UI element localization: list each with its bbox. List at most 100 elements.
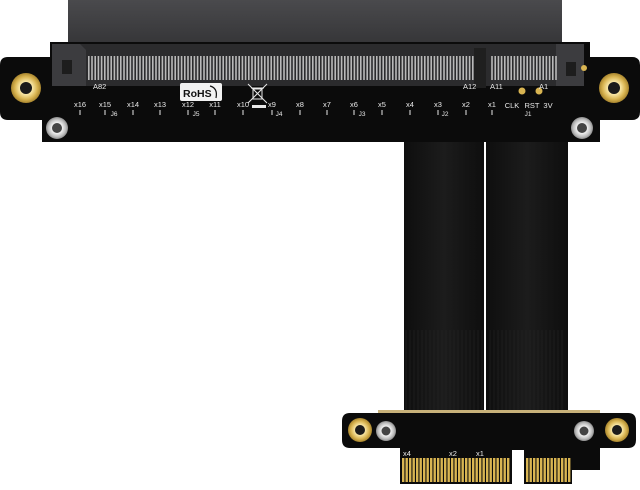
gold-finger [402, 458, 405, 482]
jumper-label: J1 [525, 111, 532, 118]
slot-pin [177, 56, 180, 80]
lane-label: x13 [154, 100, 166, 109]
jumper-label: J6 [111, 111, 118, 118]
slot-pin [148, 56, 151, 80]
slot-pin [350, 56, 352, 80]
slot-pin [510, 56, 512, 80]
slot-pin [392, 56, 394, 80]
slot-pin [491, 56, 493, 80]
gold-finger [550, 458, 553, 482]
slot-pin [414, 56, 416, 80]
gold-finger [557, 458, 560, 482]
slot-pin [379, 56, 381, 80]
gold-finger [479, 458, 482, 482]
slot-pin [241, 56, 244, 80]
slot-pin [315, 56, 317, 80]
slot-pin [545, 56, 548, 80]
slot-pin [452, 56, 455, 80]
gold-finger [493, 458, 496, 482]
slot-pin [267, 56, 269, 80]
slot-pin [500, 56, 503, 80]
slot-pin [88, 56, 90, 80]
gold-finger [489, 458, 492, 482]
lane-tick [242, 110, 244, 115]
ribbon-cable [404, 140, 568, 415]
weee-bin-icon [247, 83, 268, 104]
gold-finger [465, 458, 468, 482]
slot-pin [235, 56, 237, 80]
bottom-lane-label: x4 [403, 449, 411, 458]
test-pad [581, 65, 587, 71]
gold-finger [433, 458, 436, 482]
slot-pin [382, 56, 384, 80]
slot-pin [292, 56, 295, 80]
lane-tick [132, 110, 134, 115]
slot-pin [264, 56, 266, 80]
lane-label: x5 [378, 100, 386, 109]
gold-finger [423, 458, 426, 482]
slot-pin [289, 56, 292, 80]
gold-finger [405, 458, 408, 482]
gold-finger [482, 458, 485, 482]
slot-pin [203, 56, 205, 80]
slot-pin [363, 56, 365, 80]
silk-bar [252, 105, 266, 108]
slot-pin [411, 56, 413, 80]
slot-pin [206, 56, 208, 80]
slot-pin [318, 56, 320, 80]
slot-pin [171, 56, 173, 80]
gold-finger [447, 458, 450, 482]
slot-pin [270, 56, 272, 80]
slot-pin [276, 56, 279, 80]
slot-pin [446, 56, 448, 80]
lane-tick [381, 110, 383, 115]
slot-pin [449, 56, 452, 80]
lane-label: x6 [350, 100, 358, 109]
slot-pin [132, 56, 135, 80]
lane-label: x15 [99, 100, 111, 109]
slot-pin [417, 56, 420, 80]
pin-label-a82: A82 [93, 82, 106, 91]
slot-pin [184, 56, 186, 80]
lane-tick [437, 110, 439, 115]
bottom-lane-label: x2 [449, 449, 457, 458]
slot-pin [168, 56, 170, 80]
slot-pin [427, 56, 429, 80]
slot-pin [321, 56, 324, 80]
slot-pin [139, 56, 141, 80]
slot-pin [456, 56, 458, 80]
gold-finger [419, 458, 422, 482]
slot-pin [174, 56, 176, 80]
lane-tick [326, 110, 328, 115]
gold-finger [529, 458, 532, 482]
test-pad [518, 87, 526, 95]
lane-tick [187, 110, 189, 115]
slot-pin [104, 56, 106, 80]
gold-finger [472, 458, 475, 482]
lane-label: x14 [127, 100, 139, 109]
slot-pin [472, 56, 474, 80]
slot-pin [190, 56, 192, 80]
lane-label: x16 [74, 100, 86, 109]
slot-pin [408, 56, 410, 80]
gold-finger [458, 458, 461, 482]
slot-pin [200, 56, 202, 80]
slot-pin [222, 56, 224, 80]
gold-finger [475, 458, 478, 482]
lane-label: x10 [237, 100, 249, 109]
slot-pin [440, 56, 442, 80]
slot-pin [548, 56, 551, 80]
slot-pin [366, 56, 368, 80]
lane-label: x4 [406, 100, 414, 109]
slot-pin [507, 56, 509, 80]
slot-pin [305, 56, 308, 80]
gold-finger [564, 458, 567, 482]
slot-pin [398, 56, 400, 80]
lane-label: x11 [209, 100, 221, 109]
slot-pin [158, 56, 160, 80]
lane-label: x3 [434, 100, 442, 109]
slot-pin [433, 56, 436, 80]
